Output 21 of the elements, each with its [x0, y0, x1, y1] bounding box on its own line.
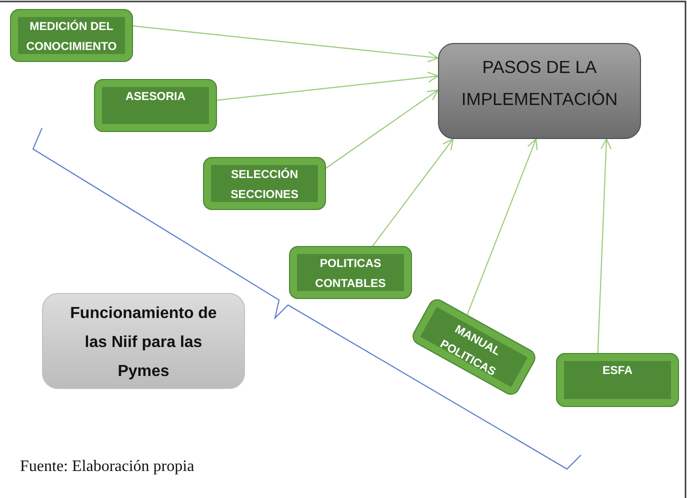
- topic-box: [42, 293, 245, 389]
- arrow: [132, 25, 439, 62]
- box-label: SELECCIÓN SECCIONES: [230, 166, 300, 203]
- arrow: [597, 138, 612, 354]
- process-box: [94, 79, 217, 132]
- box-label: ASESORIA: [124, 90, 187, 105]
- box-label: MEDICIÓN DEL CONOCIMIENTO: [25, 18, 118, 55]
- process-box: [203, 157, 326, 210]
- arrow: [326, 90, 439, 169]
- caption: Fuente: Elaboración propia: [20, 457, 194, 477]
- arrow: [466, 138, 538, 315]
- heading-box: [438, 43, 641, 139]
- process-box: [10, 9, 133, 62]
- box-label: POLITICAS CONTABLES: [314, 257, 387, 292]
- process-box: [289, 246, 412, 299]
- process-box: [556, 353, 679, 407]
- arrow: [372, 138, 454, 246]
- box-label: PASOS DE LA IMPLEMENTACIÓN: [460, 56, 619, 111]
- arrow: [216, 72, 439, 101]
- box-label: ESFA: [601, 364, 634, 379]
- box-label: Funcionamiento de las Niif para las Pymes: [69, 304, 218, 382]
